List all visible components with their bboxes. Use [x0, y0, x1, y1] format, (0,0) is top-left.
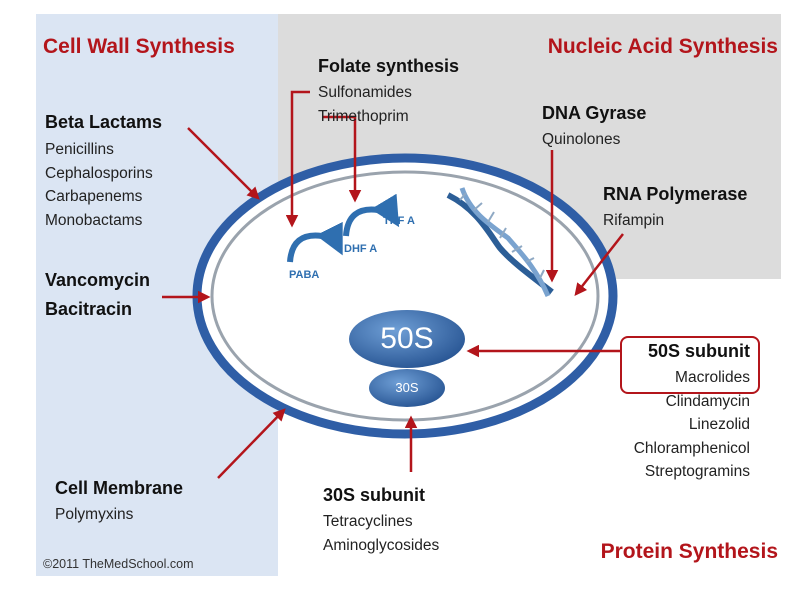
dhfa-to-thfa-arrow — [343, 193, 400, 237]
thfa-label: THF A — [383, 215, 415, 227]
dna-helix-icon — [446, 187, 554, 297]
30s-label: 30S — [395, 380, 419, 395]
beta-lactams-title: Beta Lactams — [45, 112, 163, 132]
drug-item: Penicillins — [45, 141, 114, 158]
drug-item: Carbapenems — [45, 188, 143, 205]
bacitracin-label: Bacitracin — [45, 299, 133, 319]
sulfonamides-arrow — [285, 90, 310, 228]
30s-title: 30S subunit — [323, 485, 426, 505]
50s-drug-list: Macrolides Clindamycin Linezolid Chloram… — [634, 366, 750, 484]
50s-highlight-box — [620, 336, 760, 394]
vancomycin-label: Vancomycin — [45, 270, 151, 290]
beta-lactams-arrow — [187, 127, 260, 200]
folate-list: Sulfonamides Trimethoprim — [318, 81, 412, 128]
cell-membrane-title: Cell Membrane — [55, 478, 184, 498]
polymyxins-label: Polymyxins — [55, 506, 134, 523]
protein-synthesis-title: Protein Synthesis — [600, 540, 778, 563]
trimethoprim-arrow — [323, 115, 362, 203]
dhfa-label: DHF A — [344, 243, 378, 255]
beta-lactams-list: Penicillins Cephalosporins Carbapenems M… — [45, 138, 153, 232]
rifampin-label: Rifampin — [603, 212, 665, 229]
drug-item: Macrolides — [675, 369, 750, 386]
ribosome-30s-shape — [369, 369, 445, 407]
drug-item: Sulfonamides — [318, 84, 412, 101]
cell-wall-title: Cell Wall Synthesis — [43, 35, 235, 58]
drug-item: Cephalosporins — [45, 164, 153, 182]
50s-title: 50S subunit — [647, 341, 750, 361]
drug-item: Chloramphenicol — [633, 439, 750, 457]
rna-polymerase-title: RNA Polymerase — [603, 184, 748, 204]
dna-gyrase-title: DNA Gyrase — [542, 103, 647, 123]
nucleic-acid-title: Nucleic Acid Synthesis — [547, 35, 778, 58]
copyright: ©2011 TheMedSchool.com — [43, 557, 194, 571]
ribosome-50s-shape — [349, 310, 465, 368]
drug-item: Linezolid — [688, 416, 750, 433]
drug-item: Aminoglycosides — [323, 536, 440, 554]
quinolones-label: Quinolones — [542, 131, 621, 148]
30s-drug-list: Tetracyclines Aminoglycosides — [323, 510, 439, 557]
vancomycin-group: Vancomycin Bacitracin — [45, 266, 150, 324]
drug-item: Clindamycin — [665, 392, 750, 410]
drug-item: Tetracyclines — [323, 513, 413, 530]
cell-membrane-arrow — [217, 408, 286, 479]
paba-to-dhfa-arrow — [287, 221, 343, 263]
50s-label: 50S — [380, 322, 434, 355]
rna-polymerase-arrow — [574, 233, 624, 296]
folate-title: Folate synthesis — [318, 56, 460, 76]
drug-item: Monobactams — [45, 211, 143, 229]
drug-item: Trimethoprim — [318, 107, 409, 125]
drug-item: Streptogramins — [644, 463, 750, 480]
paba-label: PABA — [289, 269, 320, 281]
